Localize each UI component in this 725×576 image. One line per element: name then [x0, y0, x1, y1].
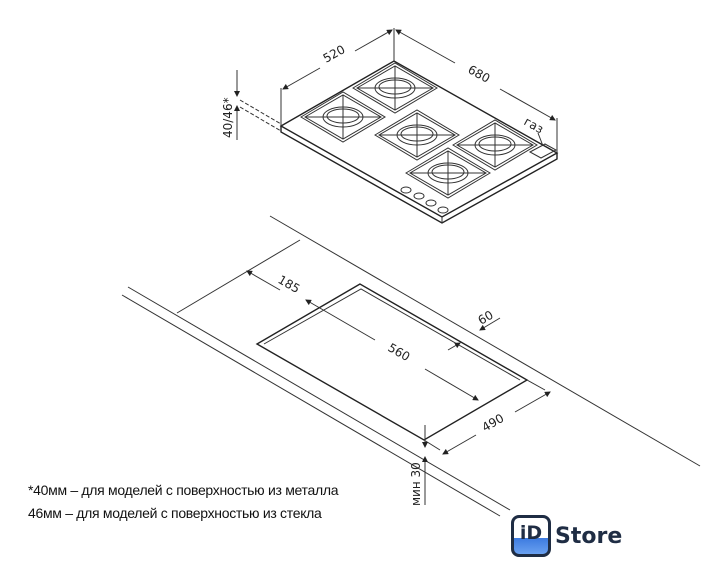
- cutout-depth-label: 490: [480, 411, 507, 435]
- min-thickness-label: мин 30: [409, 462, 423, 506]
- control-knobs: [400, 186, 449, 214]
- hob-width-label: 520: [321, 42, 348, 65]
- hob-length-label: 680: [466, 62, 493, 85]
- burner-with-grate: [300, 91, 386, 143]
- note-metal: *40мм – для моделей с поверхностью из ме…: [28, 482, 339, 498]
- idstore-logo: iD Store: [511, 515, 622, 557]
- cutout-length-label: 560: [386, 340, 413, 364]
- logo-mark: iD: [511, 515, 551, 557]
- logo-text: Store: [555, 523, 623, 549]
- countertop-drawing: 185 560 60 490 мин 30: [121, 215, 701, 517]
- cutout-offset-label: 185: [276, 272, 303, 296]
- burner-with-grate: [405, 147, 491, 199]
- note-glass: 46мм – для моделей с поверхностью из сте…: [28, 505, 322, 521]
- gas-inlet: [528, 143, 558, 159]
- hob-drawing: 520 680 газ 40/46*: [221, 28, 559, 224]
- gas-label: газ: [522, 114, 546, 136]
- countertop-front-edge: [127, 286, 511, 511]
- burner-with-grate: [452, 119, 538, 171]
- cutout-back-gap-label: 60: [476, 308, 496, 328]
- hob-top-surface: [279, 60, 559, 218]
- burner-with-grate: [352, 62, 438, 114]
- cutout-outline: [255, 283, 529, 441]
- burner-with-grate: [374, 109, 460, 161]
- countertop-back-edge: [269, 215, 701, 467]
- hob-height-label: 40/46*: [221, 97, 235, 138]
